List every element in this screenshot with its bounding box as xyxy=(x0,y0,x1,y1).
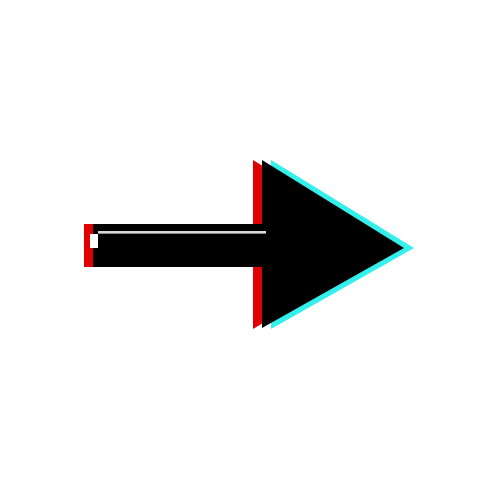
arrow-shaft xyxy=(93,224,268,267)
arrow-head xyxy=(262,160,404,328)
glitch-red-edge xyxy=(84,228,87,233)
glitch-details xyxy=(84,228,266,248)
glitch-shadow-line xyxy=(98,233,266,234)
main-arrow-layer xyxy=(93,160,404,328)
red-shaft-left-cap xyxy=(84,224,93,267)
glitch-highlight-line xyxy=(98,231,266,233)
glitch-white-notch xyxy=(90,234,98,248)
